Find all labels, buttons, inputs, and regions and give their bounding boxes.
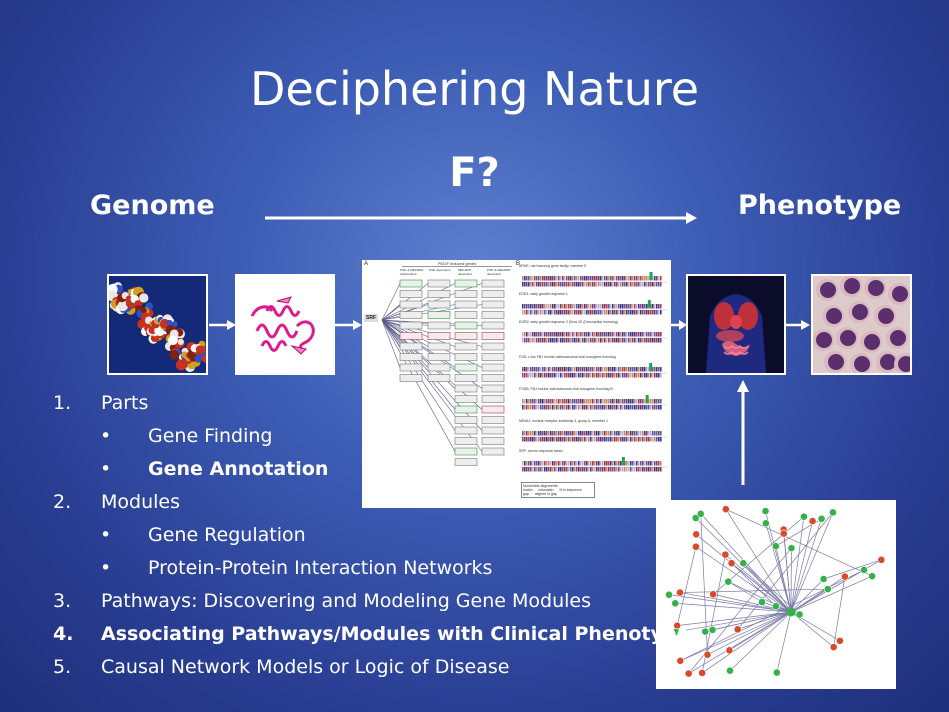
track-label-3: EGR2: early growth response 2 (Krox-20 (… xyxy=(519,320,618,324)
topic-list: 1. Parts • Gene Finding • Gene Annotatio… xyxy=(0,388,949,688)
alignment-legend: Nucleotide Alignments match mismatch N i… xyxy=(521,482,595,498)
human-organs-image xyxy=(686,274,786,375)
col-head-3: MEK/ERK dependent xyxy=(458,268,473,276)
list-marker: 3. xyxy=(53,590,72,612)
track-label-5: FOSB: FBJ murine osteosarcoma viral onco… xyxy=(519,387,613,391)
regulatory-network-panel xyxy=(381,272,667,472)
track-label-4: FOS: v-fos FBJ murine osteosarcoma viral… xyxy=(519,355,616,359)
pipeline-arrow-4 xyxy=(786,320,810,330)
dna-image xyxy=(107,274,208,375)
list-marker: 4. xyxy=(53,623,74,645)
legend-item-aligned: aligned to gap xyxy=(534,492,557,496)
list-text: Associating Pathways/Modules with Clinic… xyxy=(101,623,701,645)
panel-a-label: A xyxy=(364,261,369,267)
legend-item-n: N in sequence xyxy=(559,488,582,492)
col-head-4: PI3K & MEK/ERK dependent xyxy=(487,268,511,276)
track-label-2: EGR1: early growth response 1 xyxy=(519,292,568,296)
list-text: Gene Annotation xyxy=(148,458,329,480)
protein-interaction-network-image xyxy=(656,500,896,689)
list-text: Protein-Protein Interaction Networks xyxy=(148,557,493,579)
list-marker: 1. xyxy=(53,392,72,414)
pipeline-arrow-3 xyxy=(671,320,687,330)
bullet: • xyxy=(100,458,112,480)
gene-regulation-figure: A B PDGF induced genes SRF PI3K & MEK/ER… xyxy=(362,260,671,508)
genome-label: Genome xyxy=(90,190,215,221)
list-text: Causal Network Models or Logic of Diseas… xyxy=(101,656,510,678)
list-marker: 2. xyxy=(53,491,72,513)
track-label-6: NR4A1: nuclear receptor subfamily 4, gro… xyxy=(519,419,608,423)
pipeline-arrow-2 xyxy=(335,320,362,330)
cells-microscopy-image xyxy=(811,274,912,375)
legend-title: Nucleotide Alignments xyxy=(523,484,558,488)
col-head-2: PI3K dependent xyxy=(429,268,451,272)
bullet: • xyxy=(100,524,112,546)
panel-b-label: B xyxy=(516,261,521,267)
srf-node: SRF xyxy=(364,314,378,322)
bullet: • xyxy=(100,557,112,579)
list-text: Parts xyxy=(101,392,149,414)
list-marker: 5. xyxy=(53,656,72,678)
list-text: Pathways: Discovering and Modeling Gene … xyxy=(101,590,591,612)
list-text: Gene Finding xyxy=(148,425,273,447)
genome-to-phenotype-arrow xyxy=(265,212,697,224)
track-label-7: SRF: serum response factor xyxy=(519,449,563,453)
figure-header: PDGF induced genes xyxy=(402,261,512,267)
phenotype-label: Phenotype xyxy=(738,190,902,221)
slide-title: Deciphering Nature xyxy=(249,62,700,116)
legend-item-gap: gap xyxy=(523,492,529,496)
legend-item-match: match xyxy=(523,488,533,492)
protein-structure-image xyxy=(235,274,335,375)
legend-item-mismatch: mismatch xyxy=(538,488,554,492)
track-label-1: ARHE: ras homolog gene family, member E xyxy=(519,264,587,268)
column-headers: PI3K & MEK/ERK independent PI3K dependen… xyxy=(400,268,515,276)
col-head-1: PI3K & MEK/ERK independent xyxy=(400,268,424,276)
list-text: Gene Regulation xyxy=(148,524,306,546)
pipeline-arrow-1 xyxy=(209,320,236,330)
bullet: • xyxy=(100,425,112,447)
network-to-organs-arrow xyxy=(737,380,749,485)
function-label: F? xyxy=(449,150,500,196)
list-text: Modules xyxy=(101,491,180,513)
